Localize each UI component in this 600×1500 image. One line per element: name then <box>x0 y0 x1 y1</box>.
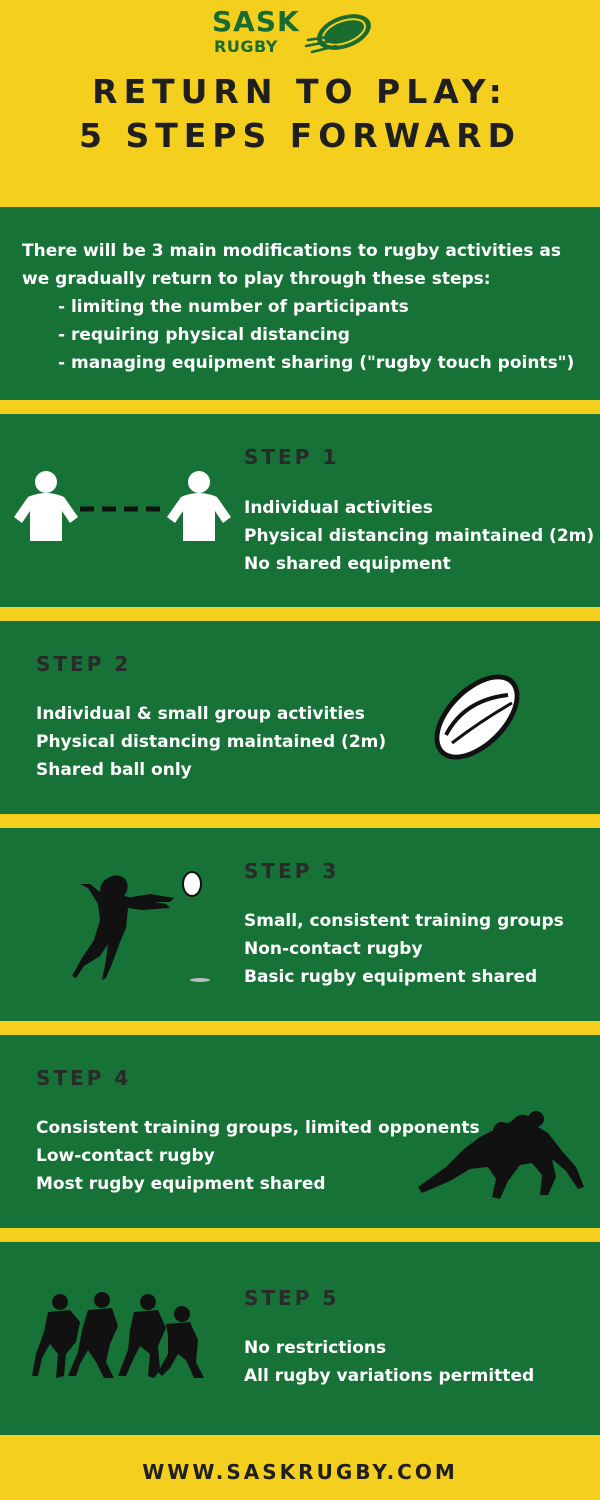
list-item: Low-contact rugby <box>36 1146 215 1166</box>
sask-rugby-logo[interactable]: SASK RUGBY <box>212 8 382 58</box>
step-5-details: No restrictions All rugby variations per… <box>244 1334 534 1390</box>
step-3-details: Small, consistent training groups Non-co… <box>244 907 564 991</box>
list-item: Consistent training groups, limited oppo… <box>36 1118 480 1138</box>
step-5-title: STEP 5 <box>244 1286 340 1310</box>
step-1-panel: STEP 1 Individual activities Physical di… <box>0 414 600 607</box>
step-3-title: STEP 3 <box>244 859 340 883</box>
list-item: Non-contact rugby <box>244 939 423 959</box>
scrum-players-silhouette-icon <box>32 1292 204 1378</box>
logo-sask-text: SASK <box>212 5 300 38</box>
step-4-panel: STEP 4 Consistent training groups, limit… <box>0 1035 600 1228</box>
step-4-details: Consistent training groups, limited oppo… <box>36 1114 480 1198</box>
step-5-panel: STEP 5 No restrictions All rugby variati… <box>0 1242 600 1435</box>
list-item: Individual & small group activities <box>36 704 365 724</box>
intro-text-block: There will be 3 main modifications to ru… <box>22 237 582 377</box>
list-item: Physical distancing maintained (2m) <box>244 526 595 546</box>
intro-paragraph: There will be 3 main modifications to ru… <box>22 241 561 289</box>
rugby-ball-icon <box>434 674 520 760</box>
list-item: - managing equipment sharing ("rugby tou… <box>58 353 575 373</box>
list-item: Small, consistent training groups <box>244 911 564 931</box>
header: SASK RUGBY RETURN TO PLAY: 5 STEPS FORWA… <box>0 0 600 192</box>
logo-rugby-text: RUGBY <box>214 37 278 56</box>
step-3-panel: STEP 3 Small, consistent training groups… <box>0 828 600 1021</box>
rugby-ball-logo-icon <box>304 14 371 54</box>
step-1-details: Individual activities Physical distancin… <box>244 494 594 578</box>
list-item: Physical distancing maintained (2m) <box>36 732 387 752</box>
step-2-title: STEP 2 <box>36 652 132 676</box>
intro-panel: There will be 3 main modifications to ru… <box>0 207 600 400</box>
step-1-title: STEP 1 <box>244 445 340 469</box>
list-item: - requiring physical distancing <box>58 325 350 345</box>
page-title-line-1: RETURN TO PLAY: <box>92 72 508 111</box>
footer: WWW.SASKRUGBY.COM <box>0 1449 600 1500</box>
modifications-list: - limiting the number of participants - … <box>22 293 582 377</box>
page-title-line-2: 5 STEPS FORWARD <box>79 116 521 155</box>
step-2-panel: STEP 2 Individual & small group activiti… <box>0 621 600 814</box>
list-item: Shared ball only <box>36 760 192 780</box>
website-link[interactable]: WWW.SASKRUGBY.COM <box>142 1460 458 1484</box>
list-item: Basic rugby equipment shared <box>244 967 538 987</box>
list-item: No restrictions <box>244 1338 387 1358</box>
list-item: - limiting the number of participants <box>58 297 409 317</box>
step-4-title: STEP 4 <box>36 1066 132 1090</box>
list-item: Individual activities <box>244 498 433 518</box>
list-item: All rugby variations permitted <box>244 1366 535 1386</box>
step-2-details: Individual & small group activities Phys… <box>36 700 386 784</box>
list-item: No shared equipment <box>244 554 451 574</box>
tackle-silhouette-icon <box>418 1111 584 1199</box>
list-item: Most rugby equipment shared <box>36 1174 326 1194</box>
player-passing-silhouette-icon <box>72 871 210 982</box>
distancing-people-icon <box>14 471 231 541</box>
